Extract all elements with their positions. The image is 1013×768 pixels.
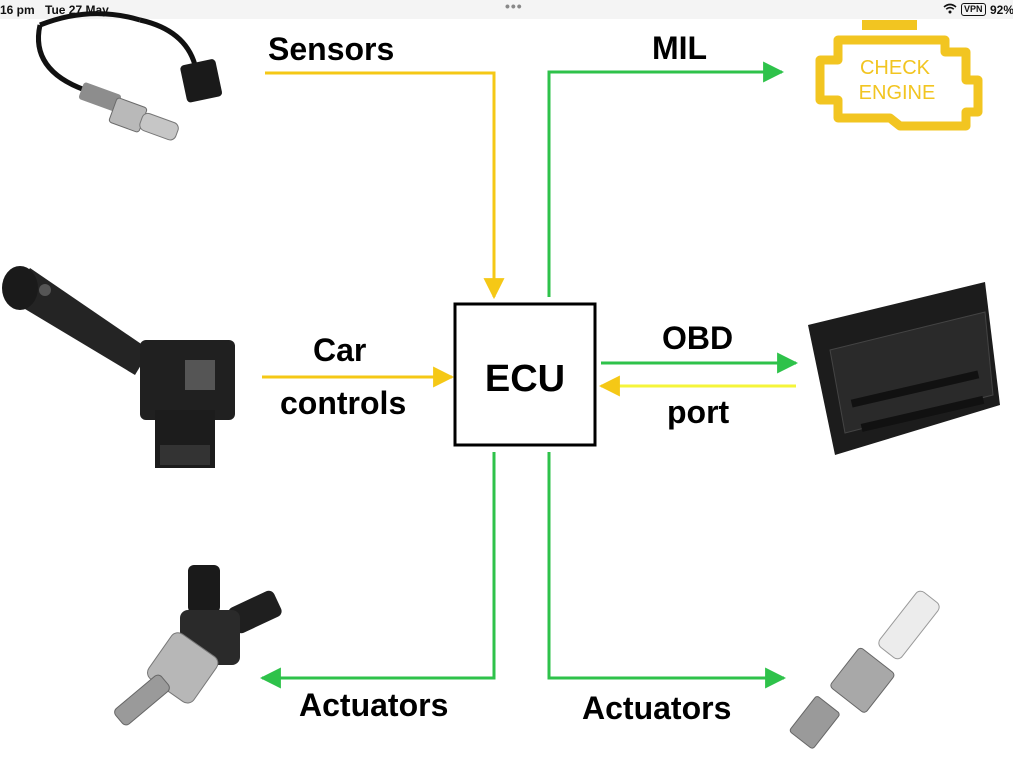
ecu-box [453, 302, 597, 447]
steering-column-switch-icon [2, 266, 235, 468]
actuators-left-arrow [259, 452, 496, 689]
battery-level: 92% [990, 3, 1013, 17]
actuators-right-arrow [547, 452, 787, 689]
oxygen-sensor-icon [36, 11, 222, 141]
car-controls-label-line1: Car [313, 332, 366, 368]
ecu-label: ECU [485, 358, 565, 400]
spark-plug-icon [789, 590, 940, 749]
actuators-right-label: Actuators [582, 690, 731, 726]
mil-arrow [547, 61, 785, 297]
check-engine-text-line1: CHECK [860, 57, 931, 79]
car-controls-label-line2: controls [280, 385, 406, 421]
actuators-left-label: Actuators [299, 687, 448, 723]
mil-label: MIL [652, 30, 707, 66]
obd-port-connector-icon [808, 282, 1000, 455]
vpn-badge: VPN [961, 3, 986, 16]
status-time: 16 pm [0, 3, 35, 17]
obd-label: OBD [662, 320, 733, 356]
check-engine-text-line2: ENGINE [859, 82, 936, 104]
multitasking-dots[interactable]: ••• [505, 0, 523, 14]
status-bar: 16 pm Tue 27 May ••• VPN 92% [0, 0, 1013, 19]
wifi-icon [943, 3, 957, 17]
sensors-arrow [265, 71, 505, 300]
port-label: port [667, 394, 730, 430]
sensors-label: Sensors [268, 31, 394, 67]
fuel-injector-icon [114, 565, 282, 726]
check-engine-icon: CHECK ENGINE [815, 20, 983, 131]
